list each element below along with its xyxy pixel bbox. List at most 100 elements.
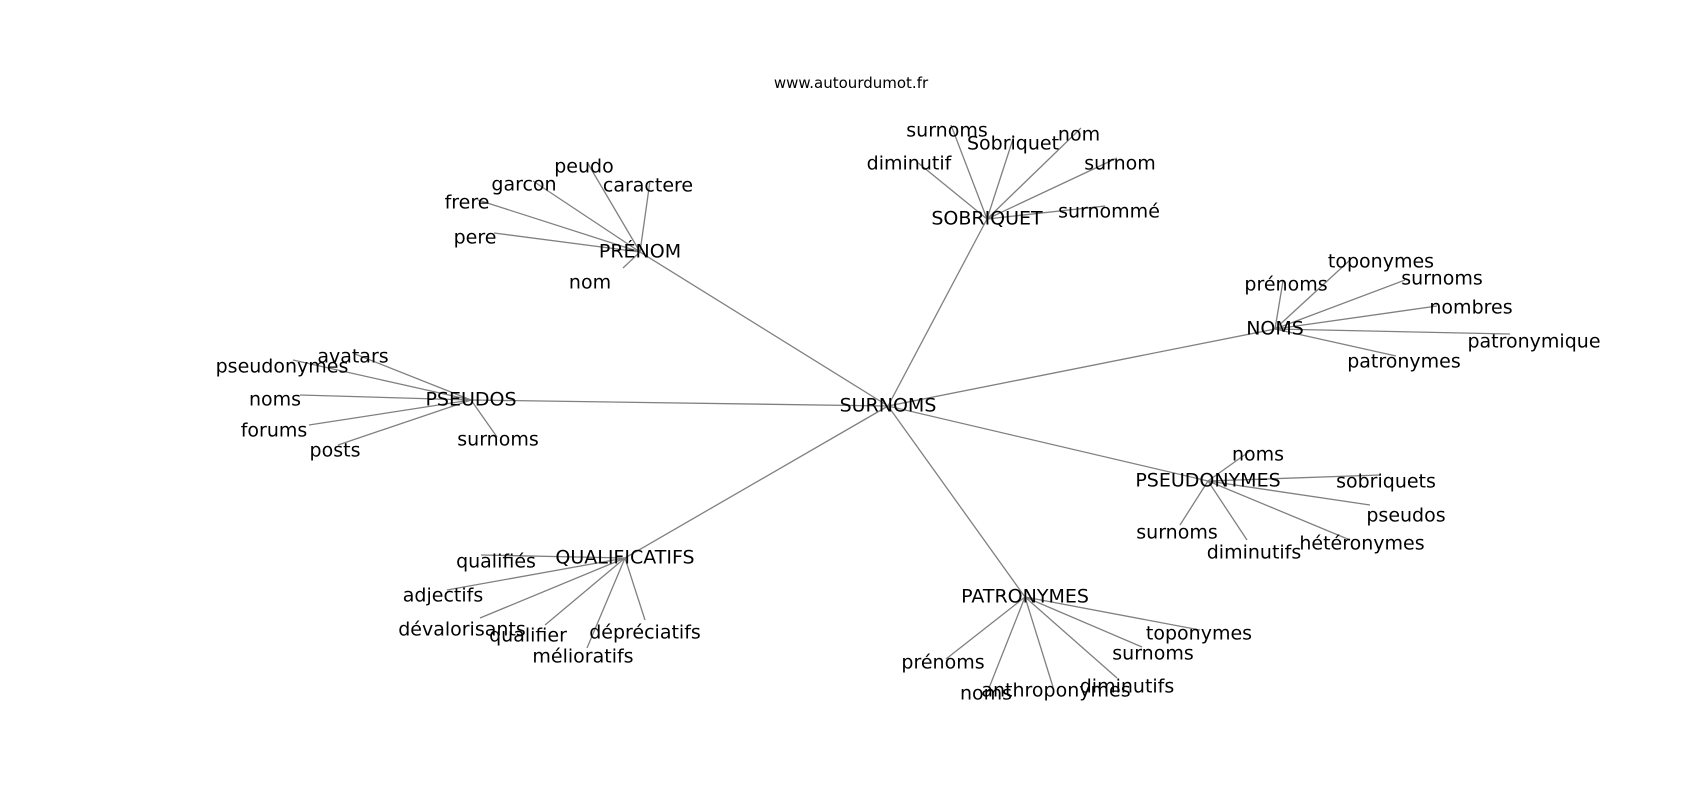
edge-hub-to-leaf xyxy=(1024,596,1201,631)
edge-hub-to-leaf xyxy=(1179,480,1209,526)
leaf-node-label: nom xyxy=(1058,124,1100,146)
edge-hub-to-leaf xyxy=(446,557,626,591)
leaf-node-label: avatars xyxy=(317,346,388,368)
leaf-node-label: forums xyxy=(241,420,308,442)
edge-hub-to-leaf xyxy=(624,557,646,621)
leaf-node-label: pseudonymes xyxy=(216,356,349,378)
hub-node-label: PSEUDOS xyxy=(425,389,516,411)
edge-hub-to-leaf xyxy=(477,199,641,253)
edge-hub-to-leaf xyxy=(1207,450,1251,482)
edge-hub-to-leaf xyxy=(1274,280,1284,330)
edge-center-to-hub xyxy=(470,399,889,407)
edge-hub-to-leaf xyxy=(916,161,988,220)
leaf-node-label: prénoms xyxy=(901,652,984,674)
leaf-node-label: toponymes xyxy=(1146,623,1252,645)
leaf-node-label: surnoms xyxy=(906,120,988,142)
leaf-node-label: pseudos xyxy=(1366,505,1445,527)
edge-hub-to-leaf xyxy=(544,557,626,626)
leaf-node-label: prénoms xyxy=(1244,274,1327,296)
edge-hub-to-leaf xyxy=(1207,480,1371,506)
edge-hub-to-leaf xyxy=(1274,328,1397,357)
website-label: www.autourdumot.fr xyxy=(774,74,929,92)
leaf-node-label: qualifier xyxy=(489,625,567,647)
edge-center-to-hub xyxy=(887,328,1276,407)
hub-node-label: SOBRIQUET xyxy=(931,208,1043,230)
leaf-node-label: noms xyxy=(1232,444,1284,466)
edge-hub-to-leaf xyxy=(532,180,641,253)
leaf-node-label: noms xyxy=(249,389,301,411)
edge-hub-to-leaf xyxy=(493,232,641,253)
leaf-node-label: surnoms xyxy=(1136,522,1218,544)
edge-hub-to-leaf xyxy=(586,557,626,649)
leaf-node-label: surnoms xyxy=(457,429,539,451)
hub-node-label: PATRONYMES xyxy=(961,586,1089,608)
leaf-node-label: peudo xyxy=(554,156,613,178)
edge-hub-to-leaf xyxy=(986,135,1015,220)
leaf-node-label: frere xyxy=(445,192,490,214)
edge-hub-to-leaf xyxy=(308,399,472,426)
leaf-node-label: dévalorisants xyxy=(398,619,526,641)
edge-hub-to-leaf xyxy=(292,359,472,401)
edge-hub-to-leaf xyxy=(1274,305,1438,330)
leaf-node-label: pere xyxy=(454,227,497,249)
edge-hub-to-leaf xyxy=(1024,596,1143,648)
hub-node-label: NOMS xyxy=(1246,318,1304,340)
leaf-node-label: diminutif xyxy=(867,153,953,175)
edge-hub-to-leaf xyxy=(1274,279,1406,330)
edge-hub-to-leaf xyxy=(986,205,1106,220)
leaf-node-label: patronymes xyxy=(1347,351,1461,373)
leaf-node-label: surnoms xyxy=(1112,643,1194,665)
leaf-node-label: patronymique xyxy=(1467,331,1600,353)
edge-center-to-hub xyxy=(887,218,988,407)
edge-center-to-hub xyxy=(887,405,1026,598)
hub-node-label: QUALIFICATIFS xyxy=(555,547,694,569)
center-node-label: SURNOMS xyxy=(840,395,937,417)
leaf-node-label: posts xyxy=(310,440,361,462)
edge-hub-to-leaf xyxy=(1207,480,1351,541)
edge-hub-to-leaf xyxy=(639,180,651,253)
leaf-node-label: dépréciatifs xyxy=(589,622,701,644)
edge-hub-to-leaf xyxy=(354,353,472,401)
leaf-node-label: diminutifs xyxy=(1080,676,1175,698)
leaf-node-label: surnommé xyxy=(1058,201,1160,223)
edge-center-to-hub xyxy=(887,405,1209,482)
edge-hub-to-leaf xyxy=(986,157,1118,220)
edge-hub-to-leaf xyxy=(299,394,472,401)
leaf-node-label: surnom xyxy=(1084,153,1156,175)
labels: SURNOMSSOBRIQUETsurnomsSobriquetnomdimin… xyxy=(216,120,1601,705)
leaf-node-label: diminutifs xyxy=(1207,542,1302,564)
edge-hub-to-leaf xyxy=(337,399,472,446)
edge-hub-to-leaf xyxy=(950,124,988,220)
leaf-node-label: nombres xyxy=(1429,297,1512,319)
leaf-node-label: sobriquets xyxy=(1336,471,1436,493)
edge-hub-to-leaf xyxy=(945,596,1026,660)
leaf-node-label: nom xyxy=(569,272,611,294)
edge-center-to-hub xyxy=(624,405,889,559)
edge-hub-to-leaf xyxy=(1024,596,1054,688)
edge-hub-to-leaf xyxy=(1274,328,1511,335)
leaf-node-label: garcon xyxy=(491,174,556,196)
leaf-node-label: hétéronymes xyxy=(1299,533,1424,555)
edge-hub-to-leaf xyxy=(479,557,626,619)
edge-hub-to-leaf xyxy=(1207,474,1381,482)
leaf-node-label: caractere xyxy=(603,175,693,197)
leaf-node-label: qualifiés xyxy=(456,551,536,573)
edge-hub-to-leaf xyxy=(986,127,1082,220)
edge-hub-to-leaf xyxy=(470,399,498,438)
leaf-node-label: surnoms xyxy=(1401,268,1483,290)
leaf-node-label: noms xyxy=(960,683,1012,705)
edge-center-to-hub xyxy=(639,251,889,407)
leaf-node-label: Sobriquet xyxy=(967,133,1059,155)
edge-hub-to-leaf xyxy=(1024,596,1118,679)
edge-hub-to-leaf xyxy=(480,554,626,559)
hub-node-label: PSEUDONYMES xyxy=(1135,470,1280,492)
leaf-node-label: anthroponymes xyxy=(981,680,1130,702)
edges xyxy=(292,124,1511,689)
leaf-node-label: toponymes xyxy=(1328,251,1434,273)
edge-hub-to-leaf xyxy=(1207,480,1248,541)
edge-hub-to-leaf xyxy=(988,596,1026,689)
leaf-node-label: adjectifs xyxy=(403,585,483,607)
edge-hub-to-leaf xyxy=(586,161,641,253)
edge-hub-to-leaf xyxy=(1274,259,1351,330)
